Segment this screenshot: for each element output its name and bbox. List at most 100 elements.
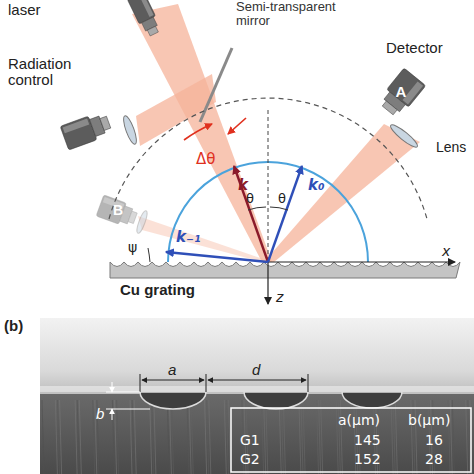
sem-streak (391, 400, 393, 474)
camera-lens (147, 26, 158, 36)
sem-streak (77, 400, 79, 474)
sem-streak (393, 400, 395, 474)
dashed-arc (109, 98, 427, 219)
lens-symbol (388, 122, 419, 150)
sem-streak (209, 400, 211, 474)
device-letter: B (107, 203, 129, 218)
camera-lens (382, 101, 397, 115)
axis-label: x (442, 244, 450, 259)
wavevector-k (234, 166, 268, 262)
sem-streak (338, 400, 340, 474)
sem-streak (207, 400, 209, 474)
sem-streak (229, 400, 231, 474)
table-cell: a(μm) (338, 413, 380, 428)
sem-streak (299, 400, 301, 474)
sem-streak (167, 400, 169, 474)
dimension-label: d (252, 362, 260, 378)
sem-streak (79, 400, 81, 474)
dimension-tick (140, 374, 141, 392)
dimension-arrow (142, 380, 204, 381)
dimension-label: b (96, 406, 104, 422)
table-cell: G1 (240, 433, 260, 448)
sem-streak (395, 400, 397, 474)
sem-streak (93, 400, 95, 474)
sem-streak (301, 400, 303, 474)
sem-streak (169, 400, 171, 474)
component-label: Lens (436, 140, 466, 155)
sem-streak (152, 400, 154, 474)
sem-streak (191, 400, 193, 474)
vector-symbol: k₀ (308, 178, 325, 194)
sem-streak (150, 400, 152, 474)
table-cell: G2 (240, 452, 260, 467)
sem-streak (115, 400, 117, 474)
wavevector-k-1 (166, 252, 268, 262)
sem-streak (340, 400, 342, 474)
lens-symbol (121, 115, 139, 146)
angle-symbol: ψ (128, 240, 137, 255)
sem-streak (281, 400, 283, 474)
groove (244, 392, 308, 409)
dimension-tick (106, 392, 140, 393)
sem-substrate (40, 392, 474, 474)
camera-lens (100, 116, 111, 130)
sem-streak (415, 400, 417, 474)
sem-streak (55, 400, 57, 474)
sem-streak (226, 400, 228, 474)
dimension-tick (308, 374, 309, 392)
dimension-arrow (112, 409, 113, 420)
sem-streak (112, 400, 114, 474)
sem-streak (58, 400, 60, 474)
normal-line (268, 110, 269, 262)
sem-streak (117, 400, 119, 474)
sem-streak (283, 400, 285, 474)
angle-arc (270, 207, 288, 210)
sem-streak (336, 400, 338, 474)
dimension-arrow (208, 380, 306, 381)
table-cell: 152 (354, 452, 381, 467)
panel-label: (b) (4, 318, 23, 334)
sem-texture (42, 400, 472, 474)
cu-grating (110, 262, 460, 278)
x-axis (268, 261, 455, 262)
sem-streak (132, 400, 134, 474)
angle-arc (148, 248, 150, 262)
sem-streak (205, 400, 207, 474)
sem-streak (450, 400, 452, 474)
sem-streak (172, 400, 174, 474)
sem-streak (266, 400, 268, 474)
camera-node: DetectorA (378, 74, 424, 114)
wavevector-circle (168, 162, 368, 262)
angle-symbol: Δθ (196, 152, 215, 168)
grating-profile (110, 262, 460, 278)
incident-beam (132, 4, 272, 262)
camera-node: laser (122, 2, 168, 28)
rotation-arrow (184, 124, 212, 140)
sem-streak (134, 400, 136, 474)
sem-streak (262, 400, 264, 474)
camera-highlight (63, 118, 90, 133)
vector-symbol: k₋₁ (176, 230, 200, 246)
device-label: Radiation control (8, 56, 98, 88)
table-cell: 16 (425, 433, 443, 448)
sem-streak (60, 400, 62, 474)
camera-highlight (139, 0, 154, 17)
sem-streak (448, 400, 450, 474)
groove (342, 392, 402, 408)
mirror-plate (200, 48, 232, 122)
dimension-arrow (112, 382, 113, 392)
component-label: Semi-transparent mirror (236, 0, 361, 27)
table-cell: 28 (425, 452, 443, 467)
sem-streak (468, 400, 470, 474)
z-axis (267, 262, 268, 304)
sem-streak (321, 400, 323, 474)
camera-node: B (98, 196, 138, 228)
sem-streak (466, 400, 468, 474)
groove (140, 392, 206, 409)
table-cell: b(μm) (408, 413, 450, 428)
sem-streak (413, 400, 415, 474)
sem-streak (303, 400, 305, 474)
sem-streak (411, 400, 413, 474)
sem-streak (42, 400, 44, 474)
